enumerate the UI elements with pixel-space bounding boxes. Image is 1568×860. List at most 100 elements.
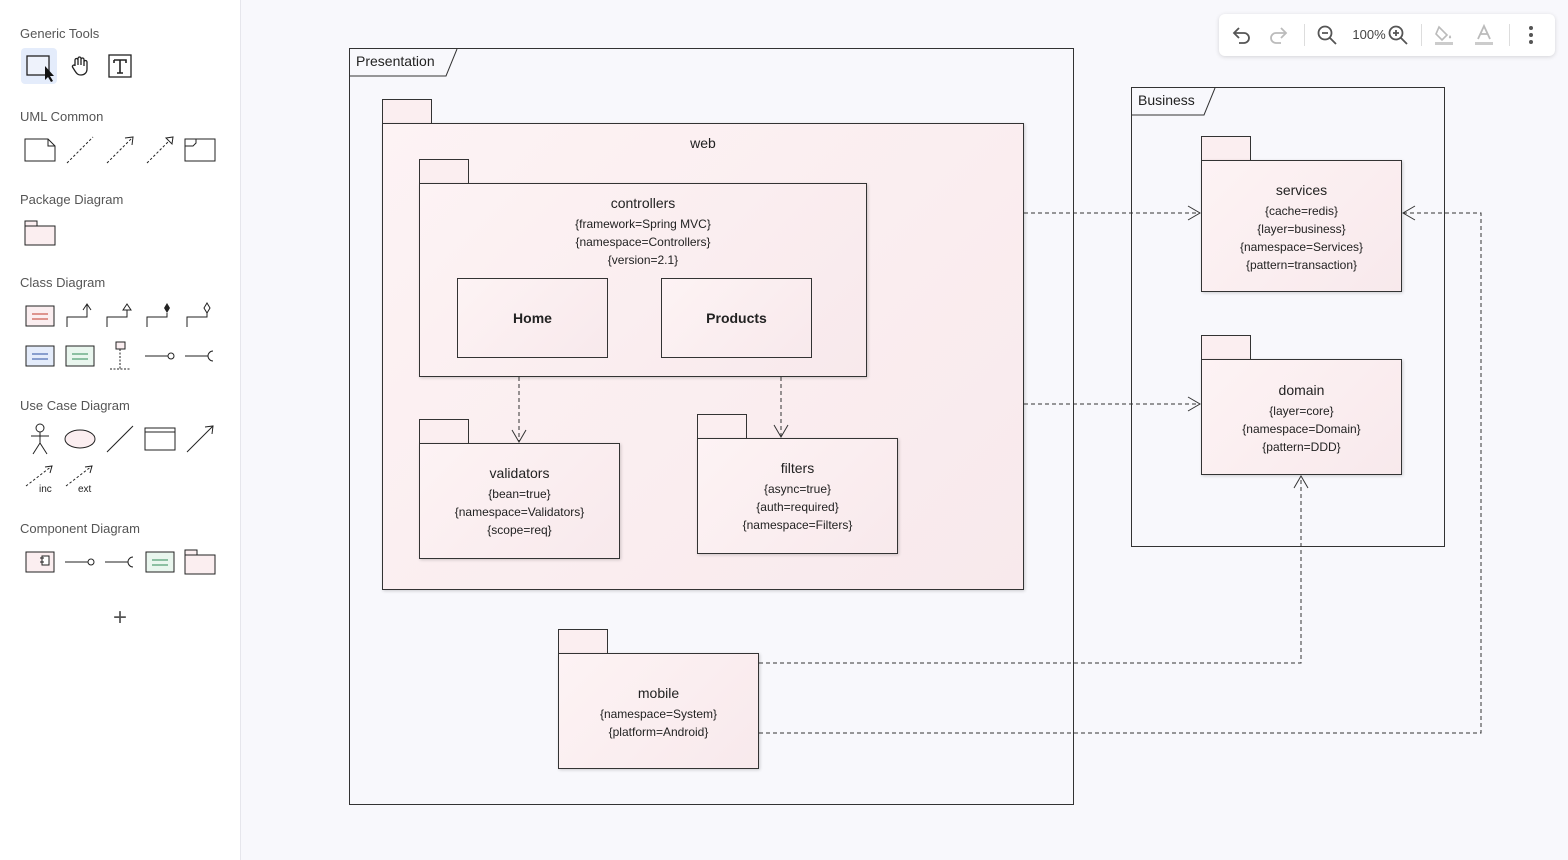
property: {namespace=Filters} [742,518,853,532]
text-color-icon [1475,24,1493,45]
include-tool-button[interactable]: inc [22,462,58,498]
frame-icon [184,138,216,162]
more-options-button[interactable] [1519,23,1543,47]
package-tab [697,414,747,439]
select-icon [26,55,54,82]
text-color-button[interactable] [1472,23,1496,47]
text-tool-button[interactable] [102,48,138,84]
dashed-link-tool-button[interactable] [62,132,98,168]
package-name: filters [780,460,815,476]
required-interface-tool-button[interactable] [102,544,138,580]
class-tool-button[interactable] [22,298,58,334]
directed-arrow-icon [186,425,214,453]
package-name: domain [1278,382,1325,398]
package-filters[interactable]: filters {async=true} {auth=required} {na… [697,414,898,554]
provided-interface-tool-button[interactable] [62,544,98,580]
dashed-line-icon [66,136,94,164]
presentation-title: Presentation [356,53,435,69]
realization-arrow-icon [146,136,174,164]
text-icon [108,54,132,78]
package-mobile[interactable]: mobile {namespace=System} {platform=Andr… [558,629,759,769]
package-validators[interactable]: validators {bean=true} {namespace=Valida… [419,419,620,559]
package-body: filters {async=true} {auth=required} {na… [697,438,898,554]
directed-association-tool-button[interactable] [182,421,218,457]
zoom-out-button[interactable] [1315,23,1339,47]
generalization-tool-button[interactable] [102,298,138,334]
package-body: mobile {namespace=System} {platform=Andr… [558,653,759,769]
package-tab [419,159,469,184]
redo-icon [1270,27,1288,44]
socket-tool-button[interactable] [182,338,218,374]
interface-tool-button[interactable] [22,338,58,374]
package-tool-button[interactable] [22,215,58,251]
system-boundary-tool-button[interactable] [142,421,178,457]
property: {namespace=Services} [1239,240,1364,254]
package-services[interactable]: services {cache=redis} {layer=business} … [1201,136,1402,292]
toolbar-divider [1509,24,1510,46]
package-body: services {cache=redis} {layer=business} … [1201,160,1402,292]
section-title-generic-tools: Generic Tools [20,26,100,41]
composition-tool-button[interactable] [142,298,178,334]
property: {layer=business} [1257,222,1346,236]
interface-class-tool-button[interactable] [142,544,178,580]
add-shapes-button[interactable]: + [112,604,127,631]
class-products[interactable]: Products [661,278,812,358]
class-home[interactable]: Home [457,278,608,358]
composition-arrow-icon [146,303,170,327]
generalization-arrow-icon [106,303,132,327]
provided-interface-icon [65,558,95,566]
aggregation-arrow-icon [186,302,211,327]
class-icon [25,305,55,327]
redo-button[interactable] [1267,23,1291,47]
enumeration-icon [65,345,95,367]
property: {bean=true} [488,487,551,501]
system-boundary-icon [144,427,176,451]
interface-icon [25,345,55,367]
hand-tool-button[interactable] [62,48,98,84]
zoom-in-button[interactable] [1386,23,1410,47]
zoom-level[interactable]: 100% [1352,27,1386,42]
undo-icon [1232,27,1250,44]
package-tab [1201,335,1251,360]
note-icon [24,138,56,162]
actor-tool-button[interactable] [22,421,58,457]
dependency-tool-button[interactable] [102,132,138,168]
aggregation-tool-button[interactable] [182,298,218,334]
section-title-class-diagram: Class Diagram [20,275,106,290]
property: {namespace=Validators} [454,505,585,519]
component-tool-button[interactable] [22,544,58,580]
package-properties: {framework=Spring MVC} {namespace=Contro… [420,215,866,269]
association-tool-button[interactable] [62,298,98,334]
package-properties: {cache=redis} {layer=business} {namespac… [1202,202,1401,274]
canvas-toolbar: 100% [1219,14,1555,56]
lollipop-tool-button[interactable] [142,338,178,374]
package-domain[interactable]: domain {layer=core} {namespace=Domain} {… [1201,335,1402,475]
package-tab [382,99,432,124]
package-body: validators {bean=true} {namespace=Valida… [419,443,620,559]
note-tool-button[interactable] [22,132,58,168]
toolbar-divider [1304,24,1305,46]
package-tab [419,419,469,444]
realization-tool-button[interactable] [142,132,178,168]
undo-button[interactable] [1229,23,1253,47]
extend-label: ext [78,484,92,495]
lollipop-icon [145,352,175,360]
fill-color-button[interactable] [1432,23,1456,47]
hand-icon [71,56,88,76]
package-properties: {async=true} {auth=required} {namespace=… [698,480,897,534]
package-tab [1201,136,1251,161]
property: {layer=core} [1269,404,1334,418]
frame-tool-button[interactable] [182,132,218,168]
use-case-tool-button[interactable] [62,421,98,457]
property: {pattern=transaction} [1245,258,1358,272]
extend-arrow-icon [65,465,93,487]
line-tool-button[interactable] [102,421,138,457]
subsystem-tool-button[interactable] [182,544,218,580]
section-title-uml-common: UML Common [20,109,104,124]
business-title: Business [1138,92,1195,108]
select-tool-button[interactable] [21,48,57,84]
anchor-tool-button[interactable] [102,338,138,374]
extend-tool-button[interactable]: ext [62,462,98,498]
enumeration-tool-button[interactable] [62,338,98,374]
use-case-icon [64,429,96,449]
